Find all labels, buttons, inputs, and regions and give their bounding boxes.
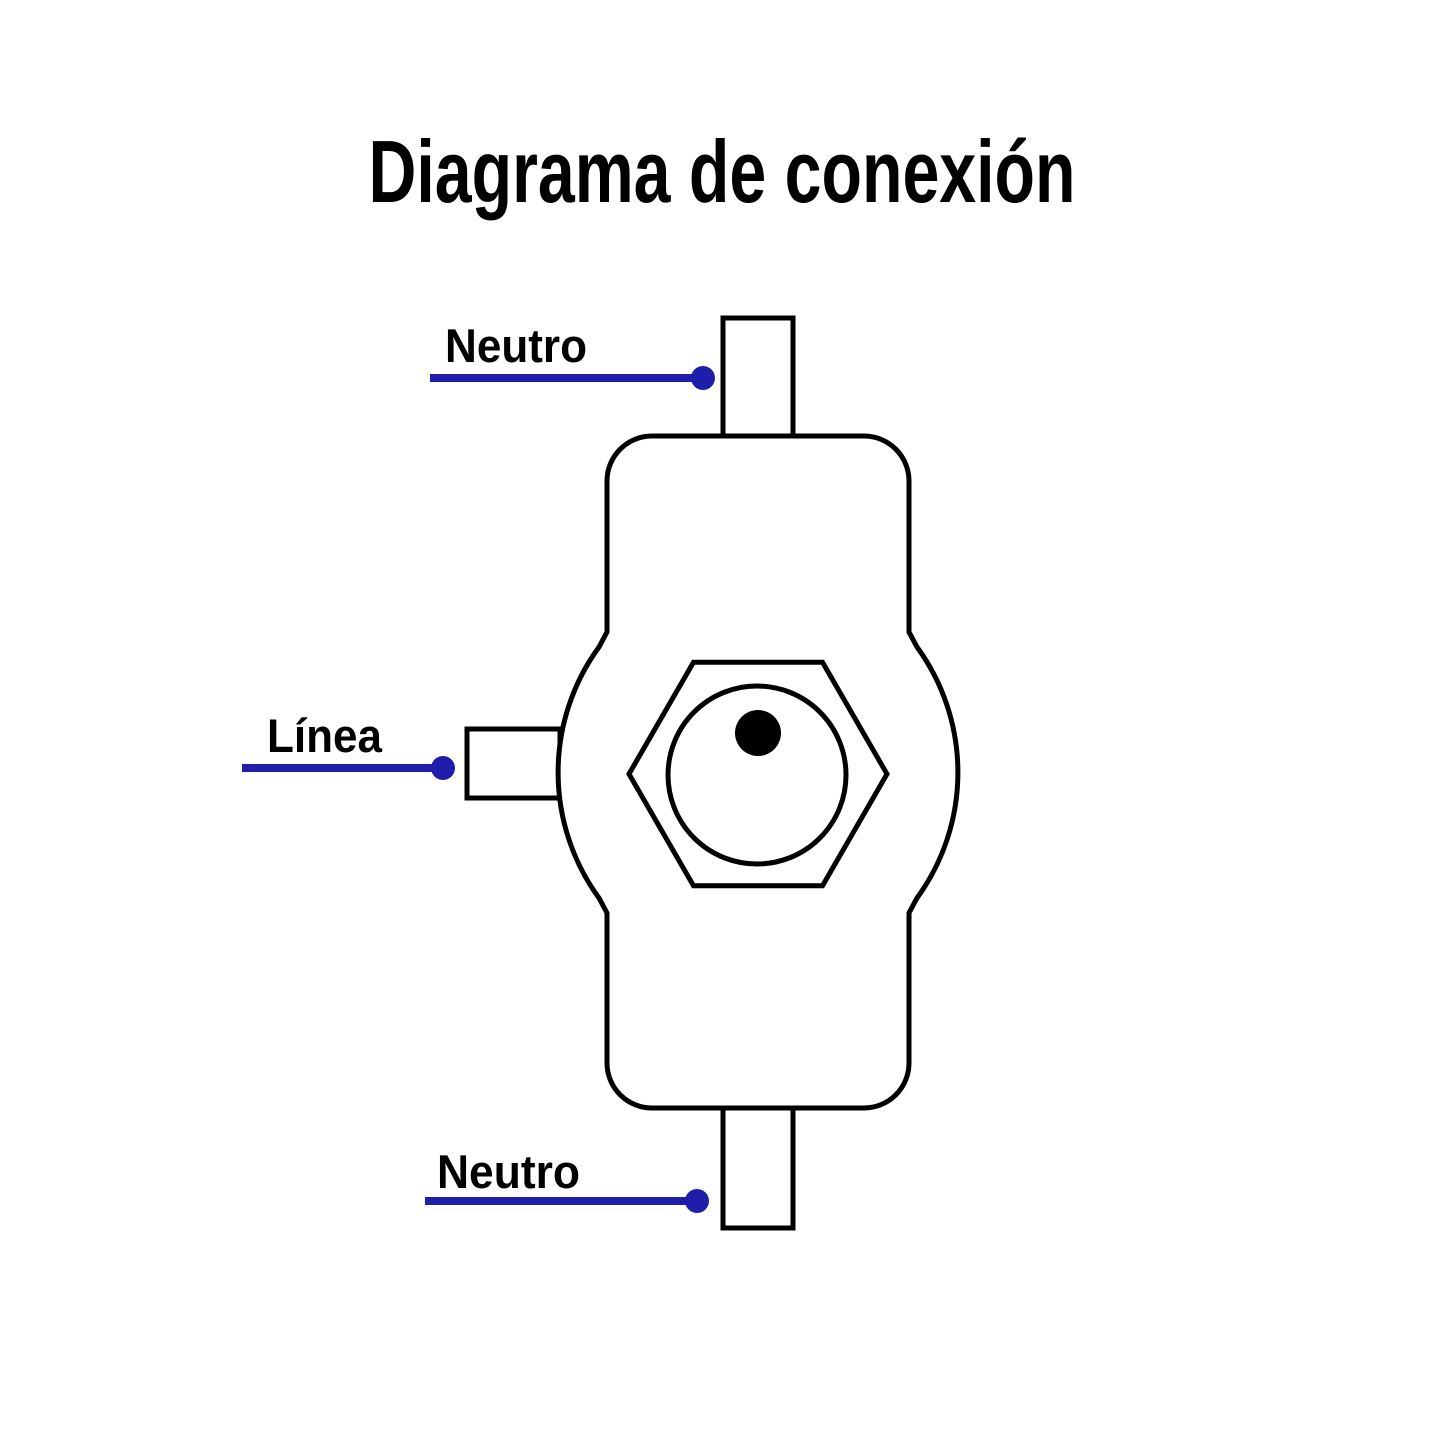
terminal-stub-top — [720, 315, 796, 443]
terminal-stub-left — [464, 726, 563, 801]
lead-wires — [242, 374, 700, 1205]
lead-wire-dots — [431, 366, 715, 1213]
terminal-stub-bottom — [720, 1103, 796, 1231]
line-label: Línea — [267, 709, 383, 762]
neutral-top-label: Neutro — [445, 319, 587, 372]
neutral-bottom-wire-dot — [685, 1189, 709, 1213]
switch-indicator-dot — [735, 710, 781, 756]
diagram-title: Diagrama de conexión — [369, 122, 1076, 221]
neutral-bottom-label: Neutro — [437, 1145, 580, 1198]
line-wire-dot — [431, 756, 455, 780]
neutral-top-wire-dot — [691, 366, 715, 390]
switch-knob-circle — [665, 683, 849, 867]
